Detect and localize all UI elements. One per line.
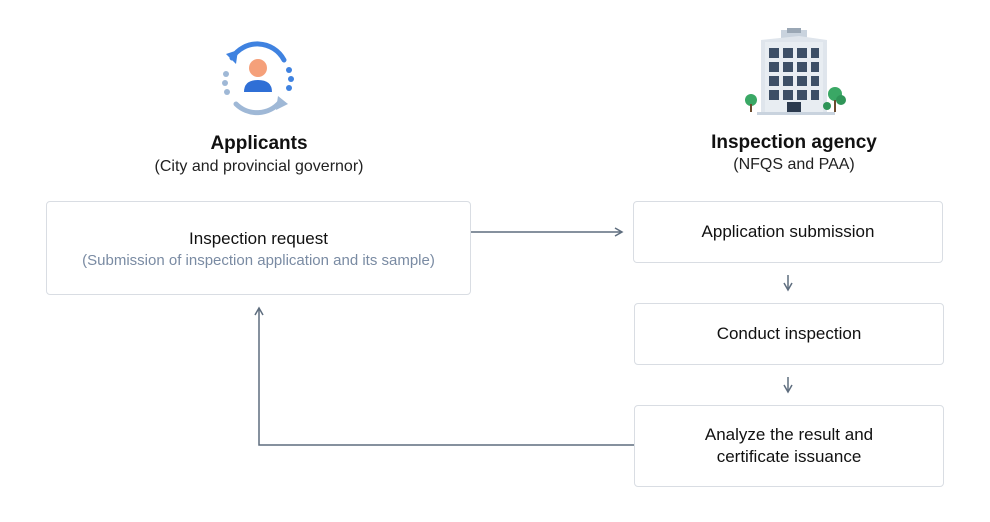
agency-title: Inspection agency — [711, 132, 877, 153]
inspection-request-title: Inspection request — [189, 228, 328, 248]
step-label: Analyze the result and certificate issua… — [704, 425, 874, 466]
applicants-subtitle: (City and provincial governor) — [154, 158, 364, 175]
inspection-request-box: Inspection request (Submission of inspec… — [46, 201, 471, 295]
step-label: Application submission — [701, 222, 875, 241]
arrow-result-to-request — [254, 306, 634, 446]
step-label: Conduct inspection — [716, 324, 862, 343]
step-conduct-inspection: Conduct inspection — [634, 303, 944, 365]
agency-subtitle: (NFQS and PAA) — [733, 156, 855, 173]
inspection-request-subtitle: (Submission of inspection application an… — [82, 251, 435, 269]
person-cycle-icon — [222, 41, 294, 116]
step-analyze-result: Analyze the result and certificate issua… — [634, 405, 944, 487]
applicants-title: Applicants — [210, 133, 308, 154]
step-application-submission: Application submission — [633, 201, 943, 263]
office-building-icon — [745, 28, 846, 115]
